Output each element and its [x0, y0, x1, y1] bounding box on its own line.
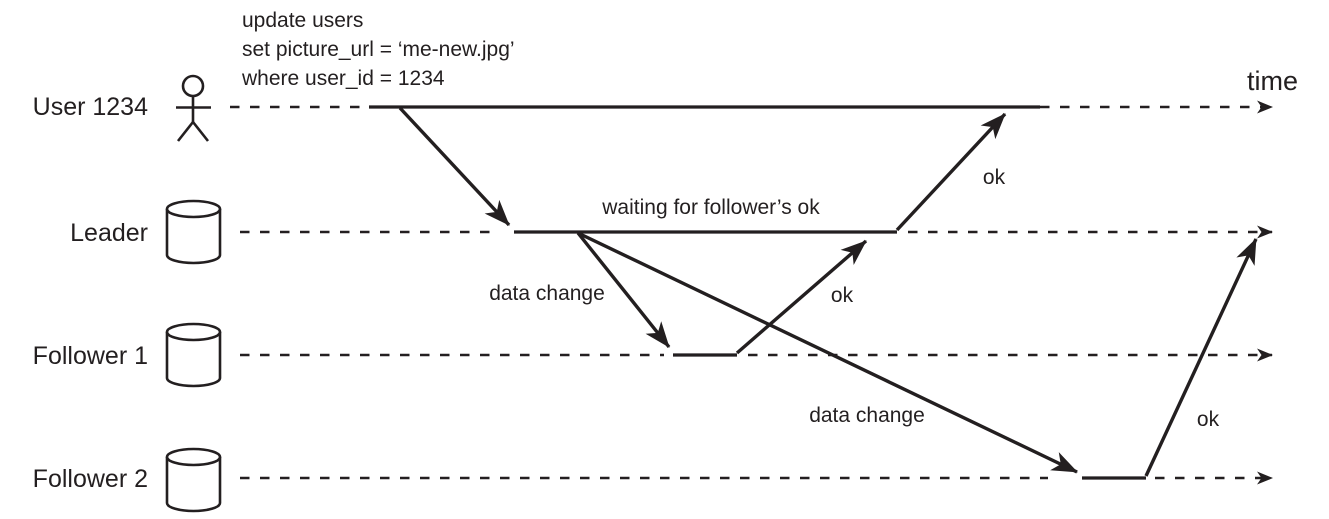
query-line-2: set picture_url = ‘me-new.jpg’ [242, 38, 515, 61]
query-text-block: update users set picture_url = ‘me-new.j… [241, 9, 515, 90]
label-data-change-follower1: data change [489, 282, 605, 305]
label-ok-leader-to-user: ok [983, 166, 1006, 189]
time-axis-label: time [1247, 66, 1298, 96]
database-cylinder-icon-follower2 [165, 447, 222, 513]
database-cylinder-icon-leader [165, 199, 222, 265]
arrow-ok-leader-to-user [895, 112, 1007, 232]
arrow-ok-follower2-to-leader [1144, 238, 1258, 477]
label-waiting-for-followers-ok: waiting for follower’s ok [601, 196, 820, 219]
row-label-follower2: Follower 2 [33, 465, 148, 493]
row-label-leader: Leader [70, 219, 148, 247]
database-cylinder-icon-follower1 [165, 322, 222, 388]
label-ok-follower2: ok [1197, 408, 1220, 431]
row-label-user: User 1234 [33, 93, 148, 121]
arrow-ok-follower1-to-leader [735, 239, 868, 355]
arrow-data-change-leader-to-follower2 [577, 231, 1078, 474]
person-icon [176, 74, 211, 142]
query-line-1: update users [242, 9, 363, 32]
query-line-3: where user_id = 1234 [241, 67, 445, 90]
arrow-query-user-to-leader [398, 106, 511, 227]
row-label-follower1: Follower 1 [33, 342, 148, 370]
label-ok-follower1: ok [831, 284, 854, 307]
label-data-change-follower2: data change [809, 404, 925, 427]
arrow-data-change-leader-to-follower1 [576, 231, 671, 349]
